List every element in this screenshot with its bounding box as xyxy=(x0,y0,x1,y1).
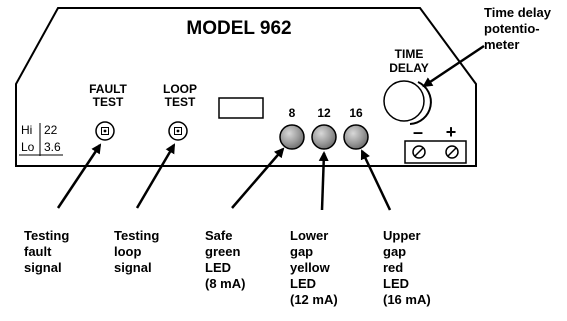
arrow-safe xyxy=(231,147,285,209)
loop-test-label-line1: LOOP xyxy=(163,82,197,96)
lo-value: 3.6 xyxy=(44,140,61,154)
arrow-loop xyxy=(135,143,176,209)
led-8-green xyxy=(279,124,305,150)
fault-test-label-line1: FAULT xyxy=(89,82,127,96)
display-window xyxy=(218,97,264,119)
lo-label: Lo xyxy=(21,140,35,154)
callout-safe-green-led: Safe green LED (8 mA) xyxy=(205,228,245,291)
led-12-label: 12 xyxy=(317,106,331,120)
time-delay-label-line2: DELAY xyxy=(389,61,429,75)
time-delay-label-line1: TIME xyxy=(395,47,424,61)
svg-text:(8 mA): (8 mA) xyxy=(205,276,245,291)
led-8-label: 8 xyxy=(289,106,296,120)
panel-title: MODEL 962 xyxy=(186,18,291,39)
led-12-yellow xyxy=(311,124,337,150)
callout-lower-gap-yellow-led: Lower gap yellow LED (12 mA) xyxy=(290,228,338,307)
callout-fault: Testing fault signal xyxy=(24,228,69,275)
svg-text:LED: LED xyxy=(290,276,316,291)
loop-test-label-line2: TEST xyxy=(165,95,196,109)
callout-potentiometer: Time delay potentio- meter xyxy=(484,5,552,52)
led-16-red xyxy=(343,124,369,150)
arrow-potentiometer xyxy=(422,44,485,88)
svg-text:red: red xyxy=(383,260,403,275)
led-16-label: 16 xyxy=(349,106,363,120)
svg-text:Safe: Safe xyxy=(205,228,232,243)
svg-text:Testing: Testing xyxy=(114,228,159,243)
svg-text:Upper: Upper xyxy=(383,228,421,243)
svg-text:Time delay: Time delay xyxy=(484,5,552,20)
arrow-upper xyxy=(360,149,392,211)
svg-text:(12 mA): (12 mA) xyxy=(290,292,338,307)
svg-text:signal: signal xyxy=(114,260,152,275)
svg-text:(16 mA): (16 mA) xyxy=(383,292,431,307)
svg-text:gap: gap xyxy=(290,244,313,259)
svg-text:fault: fault xyxy=(24,244,52,259)
arrow-lower xyxy=(318,151,329,211)
hi-label: Hi xyxy=(21,123,32,137)
svg-text:green: green xyxy=(205,244,240,259)
svg-text:LED: LED xyxy=(383,276,409,291)
fault-test-button[interactable] xyxy=(95,121,115,141)
svg-text:potentio-: potentio- xyxy=(484,21,540,36)
svg-text:gap: gap xyxy=(383,244,406,259)
time-delay-potentiometer[interactable] xyxy=(383,80,432,125)
svg-text:Testing: Testing xyxy=(24,228,69,243)
hi-value: 22 xyxy=(44,123,58,137)
arrow-fault xyxy=(56,143,102,209)
callout-loop: Testing loop signal xyxy=(114,228,159,275)
svg-text:Lower: Lower xyxy=(290,228,328,243)
svg-text:signal: signal xyxy=(24,260,62,275)
terminal-block xyxy=(404,140,467,164)
svg-text:loop: loop xyxy=(114,244,141,259)
callout-upper-gap-red-led: Upper gap red LED (16 mA) xyxy=(383,228,431,307)
svg-text:yellow: yellow xyxy=(290,260,331,275)
terminal-plus-label: + xyxy=(446,122,457,142)
terminal-minus-label: – xyxy=(413,122,423,142)
loop-test-button[interactable] xyxy=(168,121,188,141)
svg-text:meter: meter xyxy=(484,37,519,52)
svg-text:LED: LED xyxy=(205,260,231,275)
fault-test-label-line2: TEST xyxy=(93,95,124,109)
